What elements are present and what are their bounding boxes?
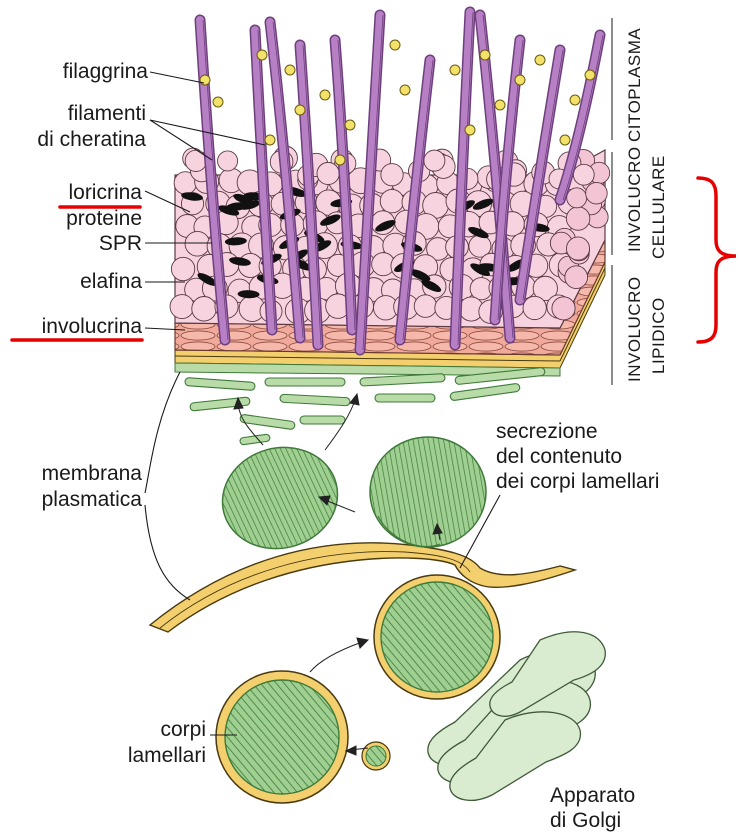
label-plasmatica: plasmatica bbox=[20, 488, 142, 512]
filaggrin-granule bbox=[390, 40, 400, 50]
label-elafina: elafina bbox=[20, 270, 142, 294]
lamellar-body-large bbox=[216, 671, 390, 803]
protein-sphere bbox=[586, 182, 608, 204]
lamellar-body-icon bbox=[211, 435, 486, 562]
filaggrin-granule bbox=[450, 65, 460, 75]
filaggrin-granule bbox=[570, 95, 580, 105]
protein-sphere bbox=[171, 257, 194, 280]
label-di-cheratina: di cheratina bbox=[10, 128, 146, 152]
filaggrin-granule bbox=[345, 120, 355, 130]
filaggrin-granule bbox=[480, 50, 490, 60]
side-label-involucro-1: INVOLUCRO bbox=[625, 146, 644, 252]
filaggrin-granule bbox=[535, 55, 545, 65]
lamellar-body-pocket bbox=[374, 575, 500, 699]
label-membrana: membrana bbox=[20, 462, 142, 486]
filaggrin-granule bbox=[257, 50, 267, 60]
filaggrin-granule bbox=[213, 97, 223, 107]
side-label-citoplasma: CITOPLASMA bbox=[625, 28, 644, 142]
protein-sphere bbox=[381, 164, 403, 186]
protein-sphere bbox=[566, 237, 589, 260]
filaggrin-granule bbox=[465, 125, 475, 135]
filaggrin-granule bbox=[335, 155, 345, 165]
label-involucrina: involucrina bbox=[10, 315, 142, 339]
label-loricrina: loricrina bbox=[20, 181, 142, 205]
protein-sphere bbox=[424, 150, 445, 171]
protein-sphere bbox=[552, 297, 575, 320]
side-label-involucro-2: INVOLUCRO bbox=[625, 276, 644, 382]
label-secrezione: secrezione bbox=[496, 420, 598, 444]
protein-sphere bbox=[414, 295, 436, 317]
filaggrin-granule bbox=[200, 75, 210, 85]
plasma-membrane bbox=[150, 543, 575, 632]
label-spr: SPR bbox=[20, 232, 142, 256]
protein-sphere bbox=[185, 231, 210, 256]
protein-sphere bbox=[185, 150, 206, 171]
protein-sphere bbox=[218, 151, 238, 171]
side-label-cellulare: CELLULARE bbox=[649, 155, 668, 259]
protein-sphere bbox=[567, 188, 587, 208]
filaggrin-granule bbox=[495, 100, 505, 110]
protein-sphere bbox=[573, 164, 594, 185]
label-filaggrina: filaggrina bbox=[20, 60, 148, 84]
protein-sphere bbox=[317, 162, 339, 184]
label-corpi: corpi bbox=[60, 718, 206, 742]
protein-sphere bbox=[380, 189, 403, 212]
protein-sphere bbox=[523, 296, 546, 319]
label-filamenti: filamenti bbox=[20, 102, 146, 126]
filaggrin-granule bbox=[400, 85, 410, 95]
filaggrin-granule bbox=[515, 75, 525, 85]
label-di-golgi: di Golgi bbox=[550, 809, 621, 833]
label-dei-corpi-lamellari: dei corpi lamellari bbox=[496, 470, 659, 494]
label-proteine: proteine bbox=[20, 207, 142, 231]
label-lamellari: lamellari bbox=[60, 744, 206, 768]
filaggrin-granule bbox=[320, 90, 330, 100]
protein-sphere bbox=[192, 297, 216, 321]
filaggrin-granule bbox=[265, 135, 275, 145]
filaggrin-granule bbox=[295, 105, 305, 115]
side-label-lipidico: LIPIDICO bbox=[649, 297, 668, 374]
filaggrin-granule bbox=[585, 70, 595, 80]
filaggrin-granule bbox=[560, 135, 570, 145]
label-apparato: Apparato bbox=[550, 784, 635, 808]
protein-sphere bbox=[566, 207, 589, 230]
filaggrin-granule bbox=[285, 65, 295, 75]
protein-sphere bbox=[170, 295, 194, 319]
label-del-contenuto: del contenuto bbox=[496, 445, 622, 469]
protein-sphere bbox=[565, 266, 588, 289]
